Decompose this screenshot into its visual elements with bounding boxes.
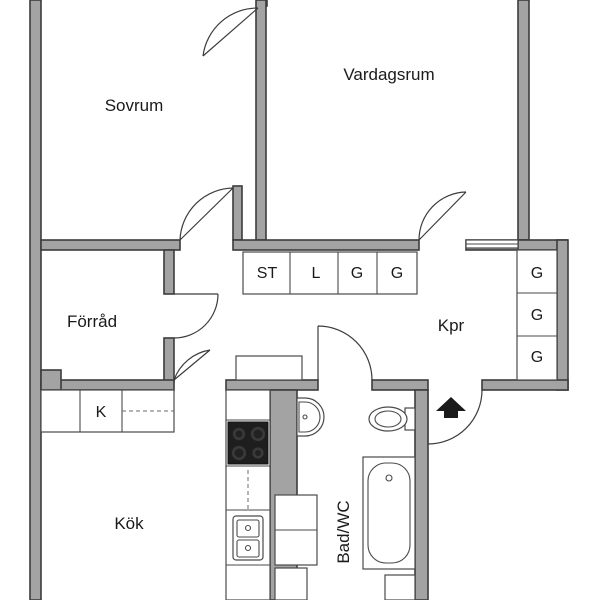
wall-forrad-bottom-notch xyxy=(40,369,62,391)
wall-forrad-right-lower xyxy=(163,337,175,383)
cabinet-label-k: K xyxy=(96,404,107,421)
window xyxy=(465,239,519,249)
wall-outer-left xyxy=(29,0,42,600)
door-kitchen xyxy=(173,349,211,381)
entrance-arrow-icon xyxy=(436,397,466,418)
door-sovrum-top xyxy=(202,7,259,57)
room-label-sovrum: Sovrum xyxy=(105,96,164,115)
wall-bath-right xyxy=(414,389,429,600)
room-label-forrad: Förråd xyxy=(67,312,117,331)
door-vardagsrum xyxy=(418,191,467,241)
wall-forrad-right-upper xyxy=(163,249,175,295)
cabinet-label-l: L xyxy=(312,265,321,282)
wall-bath-top xyxy=(371,379,429,391)
wall-sovrum-forrad xyxy=(40,239,181,251)
door-bath xyxy=(317,325,373,381)
toilet-icon xyxy=(368,406,416,432)
door-sovrum-hall xyxy=(179,187,234,241)
bath-fixtures xyxy=(274,397,416,600)
wall-outer-right-hall xyxy=(556,239,569,391)
wall-sovrum-vardagsrum xyxy=(255,0,267,241)
cabinet-label-right-3: G xyxy=(531,349,543,366)
cabinet-label-g2: G xyxy=(391,265,403,282)
bathtub-icon xyxy=(362,456,416,570)
room-label-kpr: Kpr xyxy=(438,316,465,335)
wall-outer-right-upper xyxy=(517,0,530,241)
wall-pier-sovrum xyxy=(232,185,243,241)
wall-kitchen-top xyxy=(225,379,319,391)
room-label-vardagsrum: Vardagsrum xyxy=(343,65,434,84)
door-entrance xyxy=(427,389,483,445)
kitchen-fixtures: K xyxy=(40,355,303,600)
wall-hall-top-a xyxy=(232,239,420,251)
doors xyxy=(173,7,483,445)
door-forrad xyxy=(173,293,219,339)
wall-hall-bottom xyxy=(481,379,569,391)
right-cabinets: G G G xyxy=(516,249,558,381)
cabinet-label-right-2: G xyxy=(531,307,543,324)
hall-cabinets: ST L G G xyxy=(242,251,418,295)
cabinet-label-right-1: G xyxy=(531,265,543,282)
washbasin-icon xyxy=(296,397,325,437)
sink-icon xyxy=(232,515,264,561)
cabinet-label-st: ST xyxy=(257,265,278,282)
stove-icon xyxy=(227,421,269,465)
cabinet-label-g1: G xyxy=(351,265,363,282)
room-label-kok: Kök xyxy=(114,514,144,533)
room-label-badwc: Bad/WC xyxy=(334,500,353,563)
